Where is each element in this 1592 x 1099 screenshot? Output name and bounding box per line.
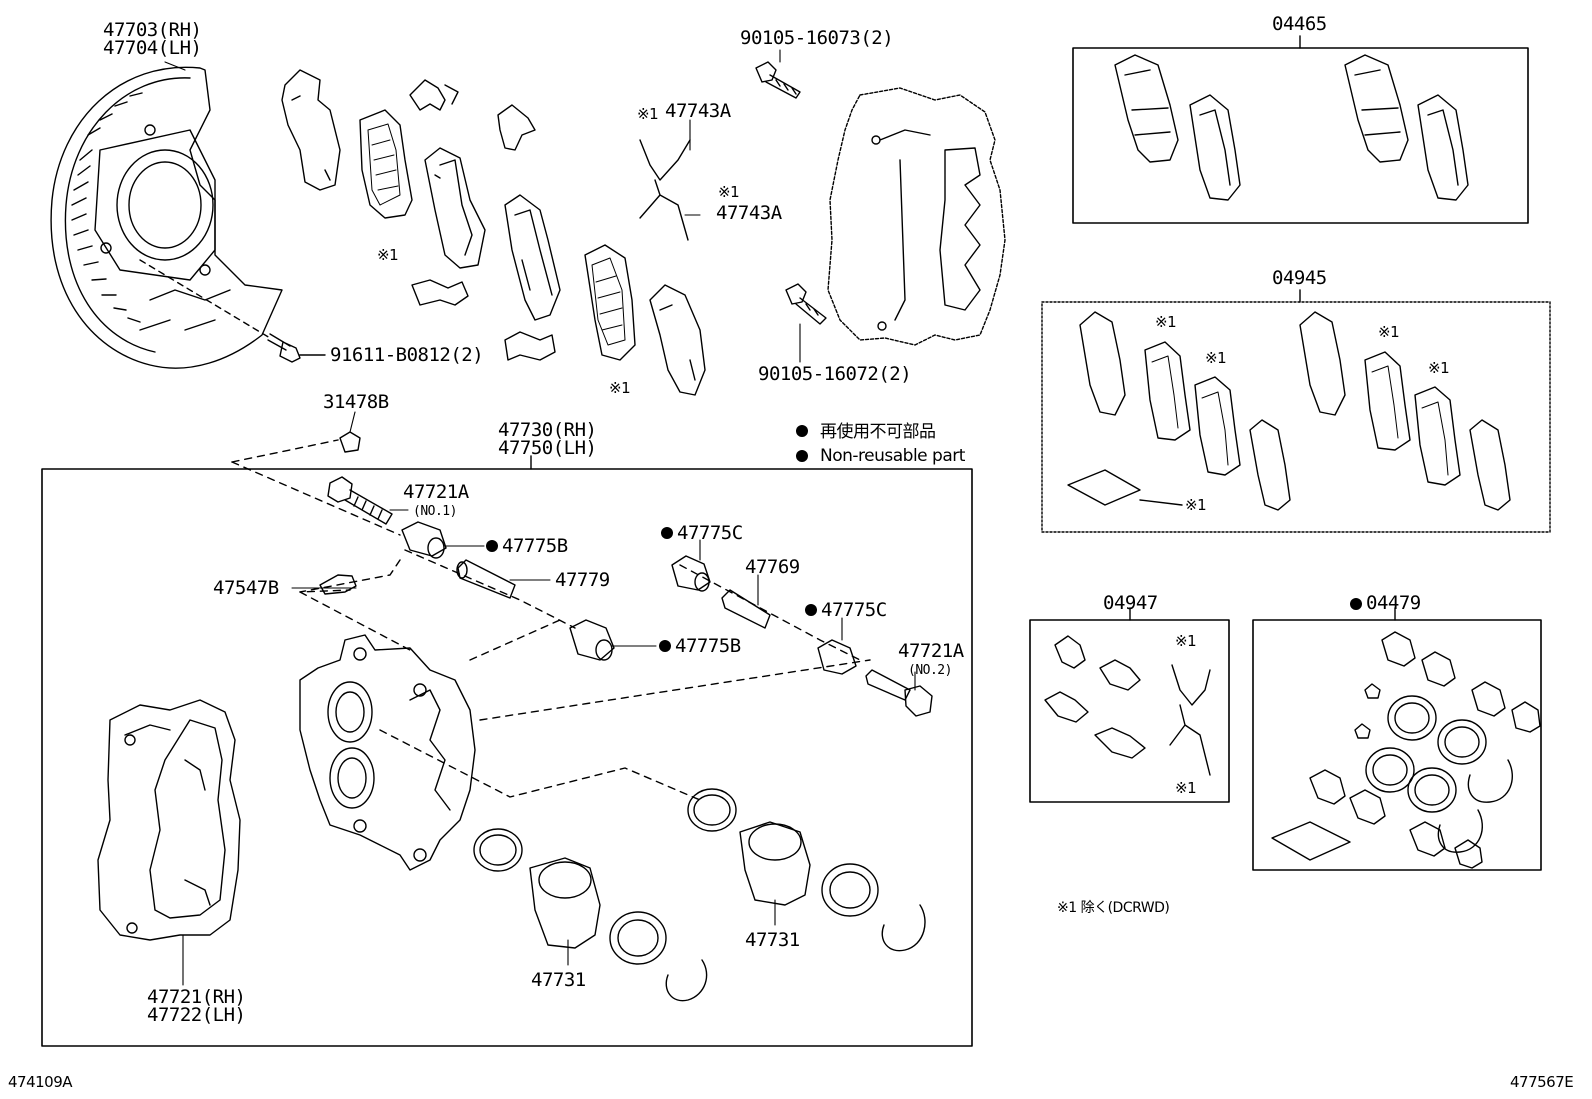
bullet-47775B-b	[659, 640, 671, 652]
label-90105-16073: 90105-16073(2)	[740, 27, 894, 49]
mark-04945-e: ※1	[1185, 496, 1207, 514]
legend-bullet-en	[796, 450, 808, 462]
label-47721A-no2: 47721A	[898, 640, 964, 662]
bullet-04479	[1350, 598, 1362, 610]
label-47779: 47779	[555, 569, 610, 591]
label-kit-04945: 04945	[1272, 267, 1327, 289]
label-47704: 47704(LH)	[103, 37, 202, 59]
mark-47743A-a: ※1	[637, 105, 659, 123]
kit-04947-box	[1029, 619, 1230, 803]
label-47703: 47703(RH)	[103, 19, 202, 41]
label-90105-16072: 90105-16072(2)	[758, 363, 912, 385]
label-kit-04465: 04465	[1272, 13, 1327, 35]
leader-lines	[164, 49, 916, 986]
kit-04945-drawing	[1067, 311, 1511, 511]
kit-04465-drawing	[1114, 54, 1469, 201]
dust-shield-drawing	[50, 66, 283, 369]
bullet-47775C-a	[661, 527, 673, 539]
label-kit-04947: 04947	[1103, 592, 1158, 614]
label-47721: 47721(RH)	[147, 986, 246, 1008]
mark-47743A-b: ※1	[718, 183, 740, 201]
label-47743A-b: 47743A	[716, 202, 782, 224]
label-47721A-no1: 47721A	[403, 481, 469, 503]
footnote: ※1 除く(DCRWD)	[1057, 900, 1170, 916]
kit-04479-drawing	[1271, 631, 1541, 869]
label-91611: 91611-B0812(2)	[330, 344, 484, 366]
bullet-47775B-a	[486, 540, 498, 552]
mark-04947-b: ※1	[1175, 779, 1197, 797]
label-47730: 47730(RH)	[498, 419, 597, 441]
caliper-housing-drawing	[299, 634, 476, 871]
kit-04479-box	[1252, 619, 1542, 871]
label-47775B-a: 47775B	[502, 535, 568, 557]
legend-jp: 再使用不可部品	[820, 422, 936, 442]
kit-04465-box	[1072, 47, 1529, 224]
label-47769: 47769	[745, 556, 800, 578]
kit-04947-drawing	[1044, 635, 1211, 776]
label-47547B: 47547B	[213, 577, 279, 599]
label-47743A-a: 47743A	[665, 100, 731, 122]
label-47721A-no1-sub: (NO.1)	[413, 504, 457, 519]
label-47722: 47722(LH)	[147, 1004, 246, 1026]
slide-pin-parts-drawing	[319, 476, 933, 717]
mark-pad-a: ※1	[377, 246, 399, 264]
guide-lines	[231, 439, 871, 801]
bullet-47775C-b	[805, 604, 817, 616]
mark-04947-a: ※1	[1175, 632, 1197, 650]
pad-clips-drawing	[409, 79, 556, 361]
legend-en: Non-reusable part	[820, 446, 965, 466]
mark-04945-c: ※1	[1378, 323, 1400, 341]
label-kit-04479: 04479	[1366, 592, 1421, 614]
caliper-bolts-drawing	[755, 61, 827, 325]
brake-pads-drawing	[281, 69, 706, 396]
code-right: 477567E	[1510, 1073, 1574, 1091]
clip-31478B-drawing	[339, 431, 361, 453]
mark-04945-a: ※1	[1155, 313, 1177, 331]
bolt-91611-drawing	[267, 333, 326, 363]
label-47721A-no2-sub: (NO.2)	[908, 663, 952, 678]
kit-04945-box	[1041, 301, 1551, 533]
label-47750: 47750(LH)	[498, 437, 597, 459]
label-47775C-b: 47775C	[821, 599, 887, 621]
label-47731-a: 47731	[745, 929, 800, 951]
label-31478B: 31478B	[323, 391, 389, 413]
label-47731-b: 47731	[531, 969, 586, 991]
pistons-and-seals-drawing	[473, 788, 926, 1002]
caliper-bracket-drawing	[97, 699, 241, 941]
label-47775C-a: 47775C	[677, 522, 743, 544]
anti-squeal-spring-drawing	[639, 139, 691, 241]
legend-bullet-jp	[796, 425, 808, 437]
code-left: 474109A	[8, 1073, 73, 1091]
mark-04945-d: ※1	[1428, 359, 1450, 377]
mark-pad-b: ※1	[609, 379, 631, 397]
mark-04945-b: ※1	[1205, 349, 1227, 367]
caliper-assembly-box	[41, 468, 973, 1047]
caliper-body-drawing	[827, 87, 1006, 346]
label-47775B-b: 47775B	[675, 635, 741, 657]
